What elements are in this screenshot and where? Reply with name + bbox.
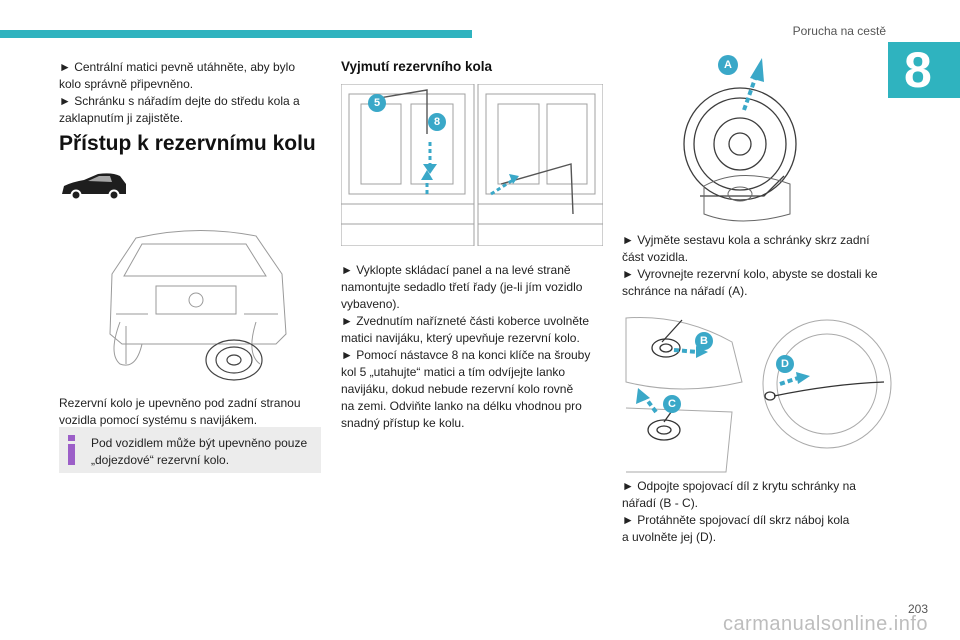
text-line: vybaveno). — [341, 297, 400, 311]
car-silhouette-icon — [62, 173, 126, 201]
text-line: Rezervní kolo je upevněno pod zadní stra… — [59, 396, 301, 410]
text-line: ► Centrální matici pevně utáhněte, aby b… — [59, 60, 296, 74]
col1-para2: Rezervní kolo je upevněno pod zadní stra… — [59, 395, 329, 429]
connector-detach-illustration — [625, 317, 892, 473]
car-rear-spare-wheel-illustration — [109, 230, 287, 381]
text-line: zaklapnutím ji zajistěte. — [59, 111, 184, 125]
col1-para1: ► Centrální matici pevně utáhněte, aby b… — [59, 59, 329, 127]
callout-C: C — [663, 395, 681, 413]
text-line: a uvolněte jej (D). — [622, 530, 717, 544]
subsection-heading: Vyjmutí rezervního kola — [341, 59, 493, 74]
info-note: Pod vozidlem může být upevněno pouze „do… — [59, 427, 321, 473]
text-line: ► Vyklopte skládací panel a na levé stra… — [341, 263, 571, 277]
chapter-number: 8 — [904, 42, 932, 98]
text-line: kolo správně připevněno. — [59, 77, 194, 91]
text-line: ► Odpojte spojovací díl z krytu schránky… — [622, 479, 856, 493]
text-line: snadný přístup ke kolu. — [341, 416, 465, 430]
text-line: kol 5 „utahujte“ matici a tím odvíjejte … — [341, 365, 566, 379]
col2-para: ► Vyklopte skládací panel a na levé stra… — [341, 262, 613, 432]
text-line: navijáku, dokud nebude rezervní kolo rov… — [341, 382, 574, 396]
trunk-winch-illustration — [341, 84, 603, 246]
text-line: na zemi. Odviňte lanko na délku vhodnou … — [341, 399, 582, 413]
callout-5: 5 — [368, 94, 386, 112]
col3-para1: ► Vyjměte sestavu kola a schránky skrz z… — [622, 232, 898, 300]
info-icon — [68, 435, 75, 465]
section-heading: Přístup k rezervnímu kolu — [59, 132, 316, 155]
top-accent-bar — [0, 30, 472, 38]
text-line: „dojezdové“ rezervní kolo. — [91, 453, 230, 467]
text-line: nářadí (B - C). — [622, 496, 699, 510]
callout-D: D — [776, 355, 794, 373]
note-text: Pod vozidlem může být upevněno pouze „do… — [91, 435, 315, 469]
text-line: ► Vyrovnejte rezervní kolo, abyste se do… — [622, 267, 878, 281]
chapter-tab: 8 — [888, 42, 960, 98]
callout-B: B — [695, 332, 713, 350]
text-line: ► Pomocí nástavce 8 na konci klíče na šr… — [341, 348, 591, 362]
text-line: schránce na nářadí (A). — [622, 284, 748, 298]
text-line: matici navijáku, který upevňuje rezervní… — [341, 331, 580, 345]
text-line: ► Protáhněte spojovací díl skrz náboj ko… — [622, 513, 850, 527]
text-line: ► Vyjměte sestavu kola a schránky skrz z… — [622, 233, 870, 247]
text-line: vozidla pomocí systému s navijákem. — [59, 413, 258, 427]
text-line: Pod vozidlem může být upevněno pouze — [91, 436, 308, 450]
callout-8: 8 — [428, 113, 446, 131]
section-title: Porucha na cestě — [792, 24, 886, 38]
col3-para2: ► Odpojte spojovací díl z krytu schránky… — [622, 478, 898, 546]
callout-A: A — [718, 55, 738, 75]
text-line: část vozidla. — [622, 250, 689, 264]
text-line: ► Schránku s nářadím dejte do středu kol… — [59, 94, 300, 108]
spare-wheel-toolbox-illustration — [683, 58, 797, 222]
text-line: ► Zvednutím nařízneté části koberce uvol… — [341, 314, 590, 328]
watermark: carmanualsonline.info — [722, 613, 928, 635]
page-number: 203 — [907, 602, 928, 616]
text-line: namontujte sedadlo třetí řady (je-li jím… — [341, 280, 583, 294]
